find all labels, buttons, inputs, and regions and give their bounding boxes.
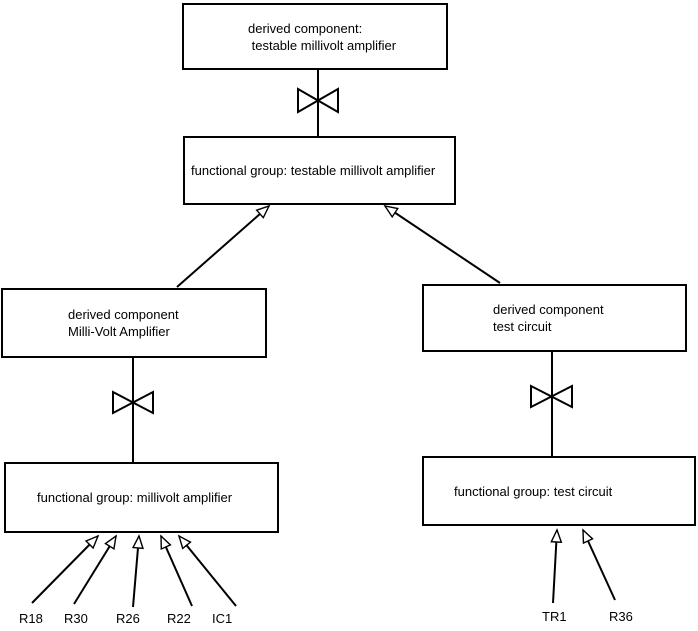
bowtie-derivation-icon-left xyxy=(112,390,154,415)
leaf-label-ic1: IC1 xyxy=(212,611,233,626)
node-functional-group-testable-millivolt-amplifier: functional group: testable millivolt amp… xyxy=(183,136,456,205)
node-functional-group-millivolt-amplifier: functional group: millivolt amplifier xyxy=(4,462,279,533)
arrow-dc-mva-to-fg-testable xyxy=(176,204,271,288)
node-label-line2: Milli-Volt Amplifier xyxy=(68,324,170,339)
arrow-tr1-to-fg-tc xyxy=(550,528,563,604)
arrow-r30-to-fg-mva xyxy=(73,534,117,605)
leaf-label-r36: R36 xyxy=(609,609,633,624)
arrow-dc-tc-to-fg-testable xyxy=(383,204,501,284)
bowtie-derivation-icon-right xyxy=(530,384,573,409)
node-label-line1: derived component xyxy=(493,302,604,317)
arrow-ic1-to-fg-mva xyxy=(177,534,237,607)
leaf-label-tr1: TR1 xyxy=(542,609,567,624)
arrow-r22-to-fg-mva xyxy=(160,534,193,607)
leaf-label-r26: R26 xyxy=(116,611,140,626)
node-label: functional group: testable millivolt amp… xyxy=(191,163,436,178)
node-derived-component-test-circuit: derived component test circuit xyxy=(422,284,687,352)
arrow-r18-to-fg-mva xyxy=(31,534,100,604)
node-derived-component-testable-millivolt-amplifier: derived component: testable millivolt am… xyxy=(182,3,448,70)
leaf-label-r22: R22 xyxy=(167,611,191,626)
node-label-line1: derived component: xyxy=(248,20,363,36)
node-derived-component-milli-volt-amplifier: derived component Milli-Volt Amplifier xyxy=(1,288,267,358)
arrow-r26-to-fg-mva xyxy=(131,534,144,608)
node-label-line2: testable millivolt amplifier xyxy=(248,37,397,53)
arrow-r36-to-fg-tc xyxy=(582,528,616,601)
leaf-label-r18: R18 xyxy=(19,611,43,626)
leaf-label-r30: R30 xyxy=(64,611,88,626)
node-label: functional group: millivolt amplifier xyxy=(37,490,233,505)
bowtie-derivation-icon-top xyxy=(297,87,339,114)
node-label-line1: derived component xyxy=(68,307,179,322)
node-label-line2: test circuit xyxy=(493,319,552,334)
node-functional-group-test-circuit: functional group: test circuit xyxy=(422,456,696,526)
node-label: functional group: test circuit xyxy=(454,483,613,499)
